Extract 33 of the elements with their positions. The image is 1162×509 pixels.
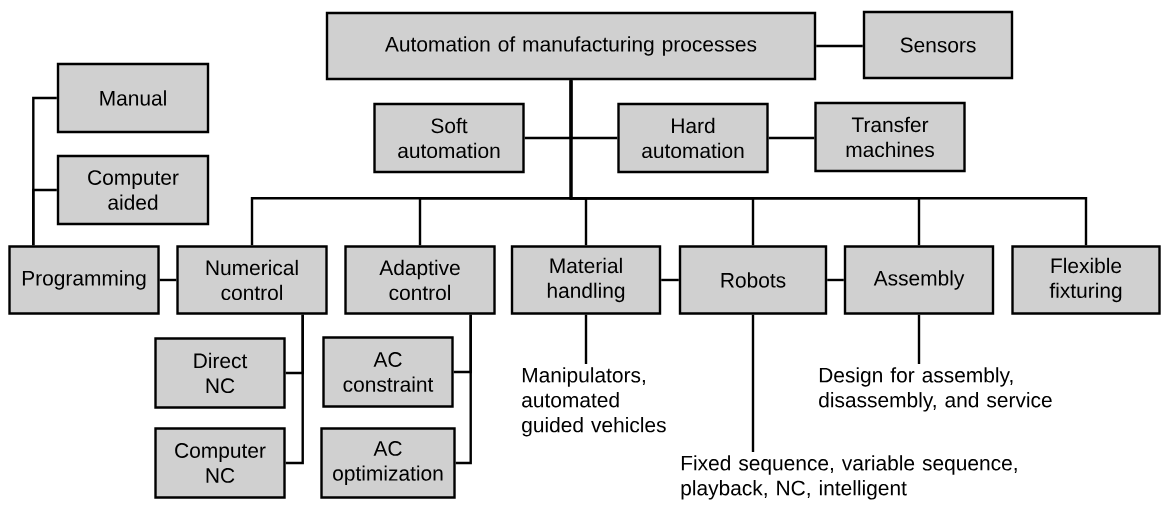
annotation-text: Fixed sequence, variable sequence, playback, NC, intelligent — [681, 455, 1017, 500]
process-box: AC constraint — [322, 336, 454, 408]
process-box: Computer NC — [154, 427, 286, 499]
process-box: Sensors — [862, 10, 1014, 80]
process-box: Material handling — [510, 245, 662, 315]
process-box: Automation of manufacturing processes — [325, 11, 817, 81]
connector-line — [751, 314, 755, 452]
connector-line — [917, 314, 921, 364]
connector-line — [827, 278, 844, 282]
connector-line — [661, 278, 679, 282]
connector-line — [569, 80, 1088, 246]
process-box: Assembly — [843, 245, 995, 315]
process-box: Transfer machines — [814, 101, 966, 173]
process-box: Direct NC — [154, 337, 286, 409]
connector-line — [584, 314, 588, 364]
connector-line — [816, 44, 863, 48]
connector-line — [32, 188, 57, 246]
process-box: Programming — [8, 245, 160, 315]
process-box: Flexible fixturing — [1011, 245, 1161, 315]
process-box: Adaptive control — [344, 245, 496, 315]
process-box: Manual — [56, 62, 210, 134]
connector-line — [768, 136, 815, 140]
process-box: Soft automation — [373, 102, 525, 174]
connector-line — [159, 278, 177, 282]
process-box: Robots — [678, 245, 828, 315]
process-box: Computer aided — [56, 154, 210, 226]
process-box: AC optimization — [320, 427, 456, 499]
connector-line — [455, 314, 472, 465]
process-box: Numerical control — [176, 245, 328, 315]
process-box: Hard automation — [617, 102, 769, 174]
annotation-text: Design for assembly, disassembly, and service — [819, 367, 1052, 412]
connector-line — [285, 314, 304, 465]
annotation-text: Manipulators, automated guided vehicles — [522, 367, 666, 437]
